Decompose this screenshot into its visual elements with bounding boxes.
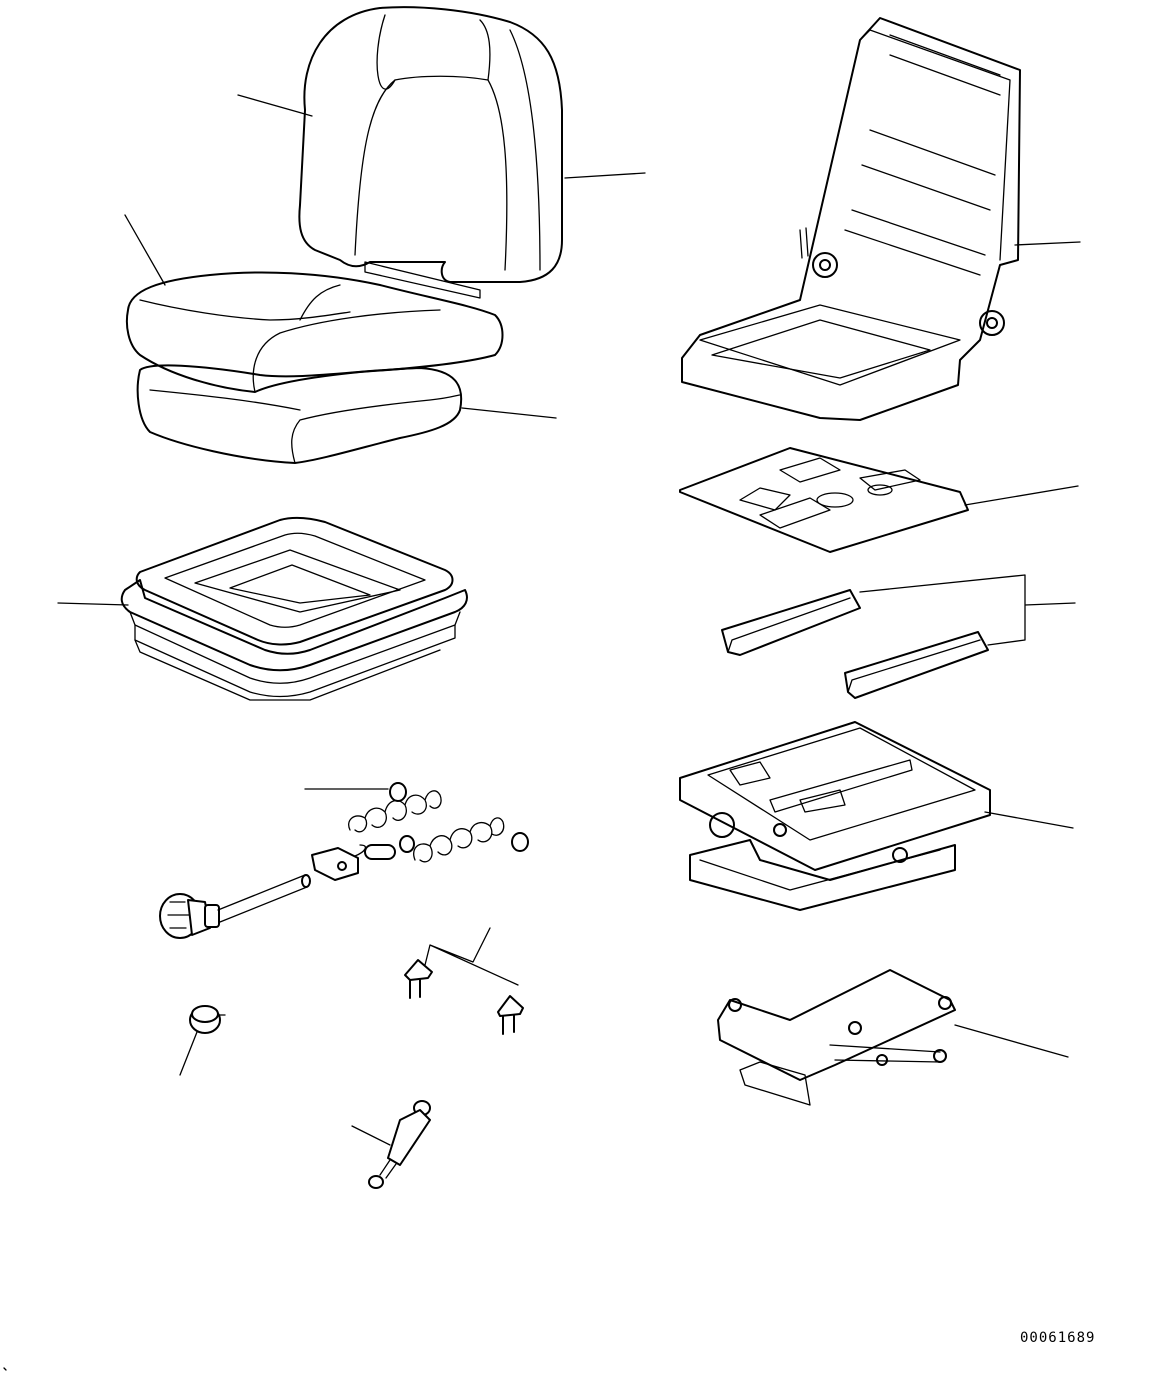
corner-mark <box>3 1367 7 1371</box>
cushion-base <box>136 364 557 464</box>
leader-backrest-left <box>237 94 313 117</box>
rails <box>721 574 1076 699</box>
seat-cushion <box>124 214 504 393</box>
coil-springs <box>348 790 505 863</box>
backrest-frame <box>681 17 1081 421</box>
suspension-bellows <box>57 516 468 701</box>
leader-backrest-right <box>564 172 646 179</box>
cap <box>179 1005 226 1076</box>
spring-adjuster-assembly <box>159 782 529 939</box>
shock-absorber <box>351 1100 431 1189</box>
suspension-unit <box>679 721 1074 911</box>
clips <box>404 927 524 1035</box>
seat-plate <box>679 447 1079 553</box>
figure-number: 00061689 <box>1020 1330 1096 1346</box>
scissor-linkage <box>717 969 1069 1106</box>
backrest-cushion <box>298 6 563 299</box>
